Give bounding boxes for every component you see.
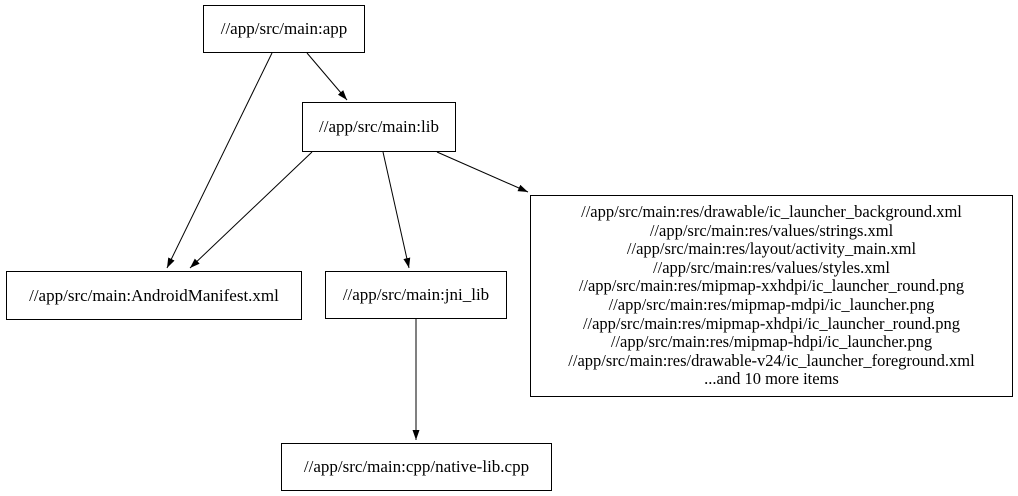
res-file-line: //app/src/main:res/values/strings.xml bbox=[649, 220, 894, 240]
edge-lib-to-jni-lib bbox=[382, 151, 411, 269]
res-file-line: //app/src/main:res/drawable-v24/ic_launc… bbox=[568, 350, 975, 370]
node-native-lib-cpp: //app/src/main:cpp/native-lib.cpp bbox=[281, 443, 552, 491]
res-files-more-indicator: ...and 10 more items bbox=[704, 369, 839, 389]
res-file-line: //app/src/main:res/mipmap-xxhdpi/ic_laun… bbox=[578, 276, 965, 296]
res-file-line: //app/src/main:res/mipmap-mdpi/ic_launch… bbox=[608, 295, 935, 314]
node-native-lib-cpp-label: //app/src/main:cpp/native-lib.cpp bbox=[303, 457, 530, 476]
res-file-line: //app/src/main:res/values/styles.xml bbox=[653, 257, 890, 277]
edge-lib-to-manifest bbox=[189, 151, 313, 269]
edge-app-to-lib bbox=[306, 52, 348, 101]
node-jni-lib: //app/src/main:jni_lib bbox=[325, 271, 507, 319]
node-jni-lib-label: //app/src/main:jni_lib bbox=[342, 285, 490, 304]
res-file-line: //app/src/main:res/layout/activity_main.… bbox=[626, 239, 917, 259]
node-app: //app/src/main:app bbox=[203, 5, 365, 53]
node-lib-label: //app/src/main:lib bbox=[319, 117, 439, 136]
res-file-line: //app/src/main:res/drawable/ic_launcher_… bbox=[581, 202, 962, 222]
res-file-line: //app/src/main:res/mipmap-xhdpi/ic_launc… bbox=[582, 313, 961, 333]
node-res-files: //app/src/main:res/drawable/ic_launcher_… bbox=[530, 195, 1013, 397]
edge-lib-to-res-files bbox=[436, 151, 529, 193]
node-lib: //app/src/main:lib bbox=[302, 102, 456, 152]
node-app-label: //app/src/main:app bbox=[220, 19, 348, 38]
edge-app-to-manifest bbox=[166, 52, 273, 269]
res-file-line: //app/src/main:res/mipmap-hdpi/ic_launch… bbox=[610, 332, 933, 352]
node-android-manifest-label: //app/src/main:AndroidManifest.xml bbox=[29, 285, 279, 305]
node-android-manifest: //app/src/main:AndroidManifest.xml bbox=[6, 271, 302, 320]
